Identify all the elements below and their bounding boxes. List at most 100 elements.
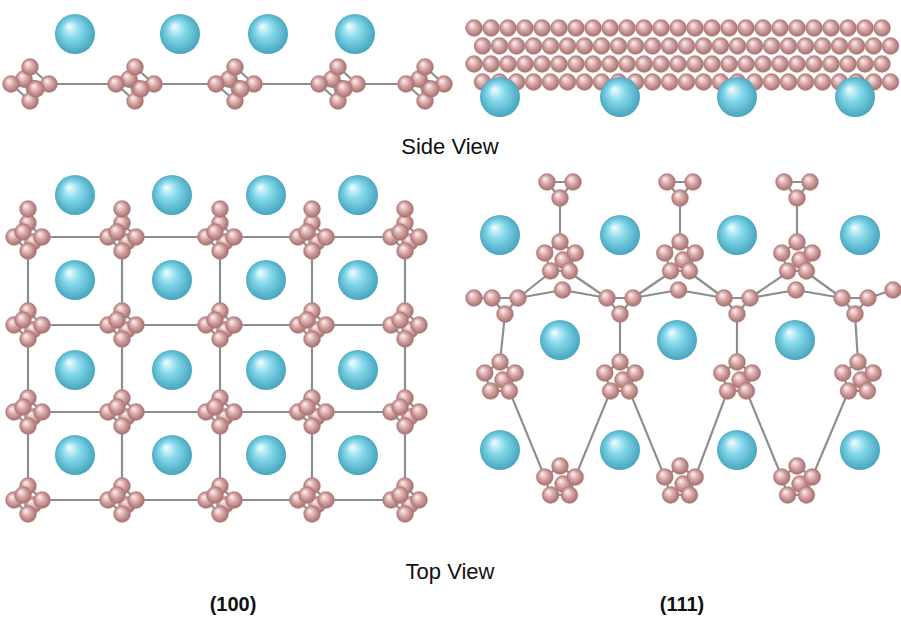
boron-atom bbox=[318, 317, 335, 334]
bond-line bbox=[311, 339, 313, 398]
boron-atom bbox=[542, 486, 559, 503]
boron-atom bbox=[34, 317, 51, 334]
boron-atom bbox=[128, 229, 145, 246]
boron-atom bbox=[627, 365, 644, 382]
bond-line bbox=[326, 499, 391, 501]
boron-atom bbox=[695, 38, 712, 55]
boron-atom bbox=[670, 20, 687, 37]
boron-atom bbox=[423, 81, 440, 98]
boron-atom bbox=[610, 38, 627, 55]
boron-atom bbox=[233, 81, 250, 98]
boron-atom bbox=[114, 331, 131, 348]
boron-atom bbox=[848, 38, 865, 55]
boron-atom bbox=[536, 245, 553, 262]
boron-atom bbox=[834, 365, 851, 382]
boron-atom bbox=[670, 56, 687, 73]
boron-atom bbox=[226, 317, 243, 334]
boron-atom bbox=[3, 76, 20, 93]
metal-atom bbox=[480, 215, 520, 255]
bond-line bbox=[234, 499, 298, 501]
boron-atom bbox=[15, 224, 32, 241]
boron-atom bbox=[712, 38, 729, 55]
boron-atom bbox=[208, 76, 225, 93]
boron-atom bbox=[392, 224, 409, 241]
boron-atom bbox=[661, 74, 678, 91]
bond-line bbox=[121, 426, 123, 486]
boron-atom bbox=[20, 331, 37, 348]
boron-atom bbox=[501, 382, 518, 399]
boron-atom bbox=[746, 38, 763, 55]
bond-line bbox=[404, 426, 406, 486]
boron-atom bbox=[482, 382, 499, 399]
boron-atom bbox=[34, 229, 51, 246]
boron-atom bbox=[476, 365, 493, 382]
boron-atom bbox=[542, 38, 559, 55]
boron-atom bbox=[788, 282, 805, 299]
boron-atom bbox=[653, 56, 670, 73]
boron-atom bbox=[483, 20, 500, 37]
boron-atom bbox=[627, 38, 644, 55]
bond-line bbox=[629, 391, 664, 477]
boron-atom bbox=[773, 469, 790, 486]
boron-atom bbox=[798, 486, 815, 503]
boron-atom bbox=[687, 469, 704, 486]
boron-atom bbox=[392, 399, 409, 416]
boron-atom bbox=[859, 382, 876, 399]
bond-line bbox=[311, 426, 313, 486]
metal-atom bbox=[840, 430, 880, 470]
boron-atom bbox=[823, 20, 840, 37]
boron-atom bbox=[729, 38, 746, 55]
bond-line bbox=[234, 236, 298, 238]
metal-atom bbox=[775, 320, 815, 360]
boron-atom bbox=[491, 38, 508, 55]
boron-atom bbox=[716, 290, 733, 307]
boron-atom bbox=[772, 20, 789, 37]
boron-atom bbox=[330, 59, 347, 76]
boron-atom bbox=[226, 404, 243, 421]
boron-atom bbox=[525, 74, 542, 91]
panel-label: (100) bbox=[210, 593, 257, 616]
metal-atom bbox=[717, 77, 757, 117]
boron-atom bbox=[772, 56, 789, 73]
metal-atom bbox=[152, 175, 192, 215]
boron-atom bbox=[763, 38, 780, 55]
boron-atom bbox=[517, 20, 534, 37]
metal-atom bbox=[835, 77, 875, 117]
boron-atom bbox=[662, 262, 679, 279]
boron-atom bbox=[411, 404, 428, 421]
boron-atom bbox=[567, 469, 584, 486]
boron-atom bbox=[397, 506, 414, 523]
boron-atom bbox=[653, 20, 670, 37]
boron-atom bbox=[559, 74, 576, 91]
bond-line bbox=[326, 236, 391, 238]
metal-atom bbox=[840, 215, 880, 255]
bond-line bbox=[509, 391, 544, 477]
boron-atom bbox=[299, 312, 316, 329]
bond-line bbox=[27, 251, 29, 311]
boron-atom bbox=[704, 56, 721, 73]
boron-atom bbox=[114, 243, 131, 260]
boron-atom bbox=[755, 20, 772, 37]
boron-atom bbox=[602, 382, 619, 399]
boron-atom bbox=[738, 56, 755, 73]
boron-atom bbox=[656, 245, 673, 262]
boron-atom bbox=[695, 74, 712, 91]
boron-atom bbox=[789, 56, 806, 73]
boron-atom bbox=[738, 20, 755, 37]
boron-atom bbox=[789, 234, 806, 251]
boron-atom bbox=[678, 74, 695, 91]
boron-atom bbox=[857, 56, 874, 73]
boron-atom bbox=[687, 20, 704, 37]
bond-line bbox=[121, 339, 123, 398]
boron-atom bbox=[128, 492, 145, 509]
boron-atom bbox=[593, 38, 610, 55]
boron-atom bbox=[644, 38, 661, 55]
boron-atom bbox=[207, 487, 224, 504]
bond-line bbox=[311, 251, 313, 311]
metal-atom bbox=[246, 350, 286, 390]
boron-atom bbox=[599, 290, 616, 307]
boron-atom bbox=[602, 20, 619, 37]
boron-atom bbox=[411, 492, 428, 509]
metal-atom bbox=[55, 260, 95, 300]
